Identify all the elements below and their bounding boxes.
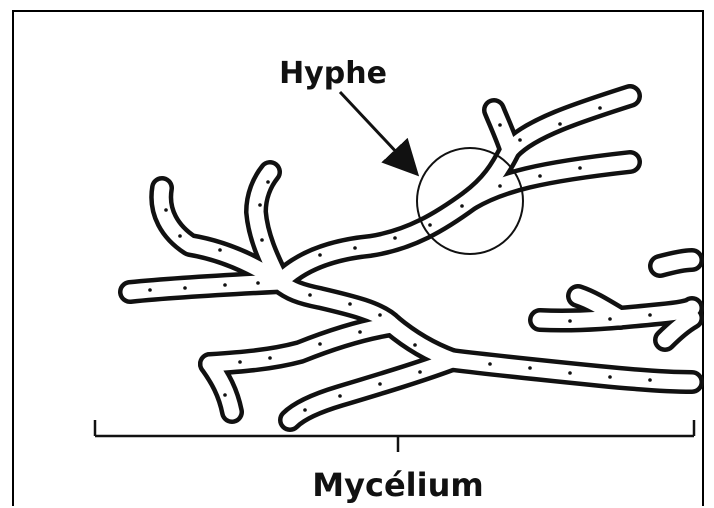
hyphe-pointer-arrow <box>340 92 415 172</box>
mycelium-label: Mycélium <box>312 466 483 504</box>
hyphae-network <box>130 96 692 420</box>
mycelium-bracket <box>95 420 694 452</box>
hyphe-label: Hyphe <box>279 56 387 91</box>
